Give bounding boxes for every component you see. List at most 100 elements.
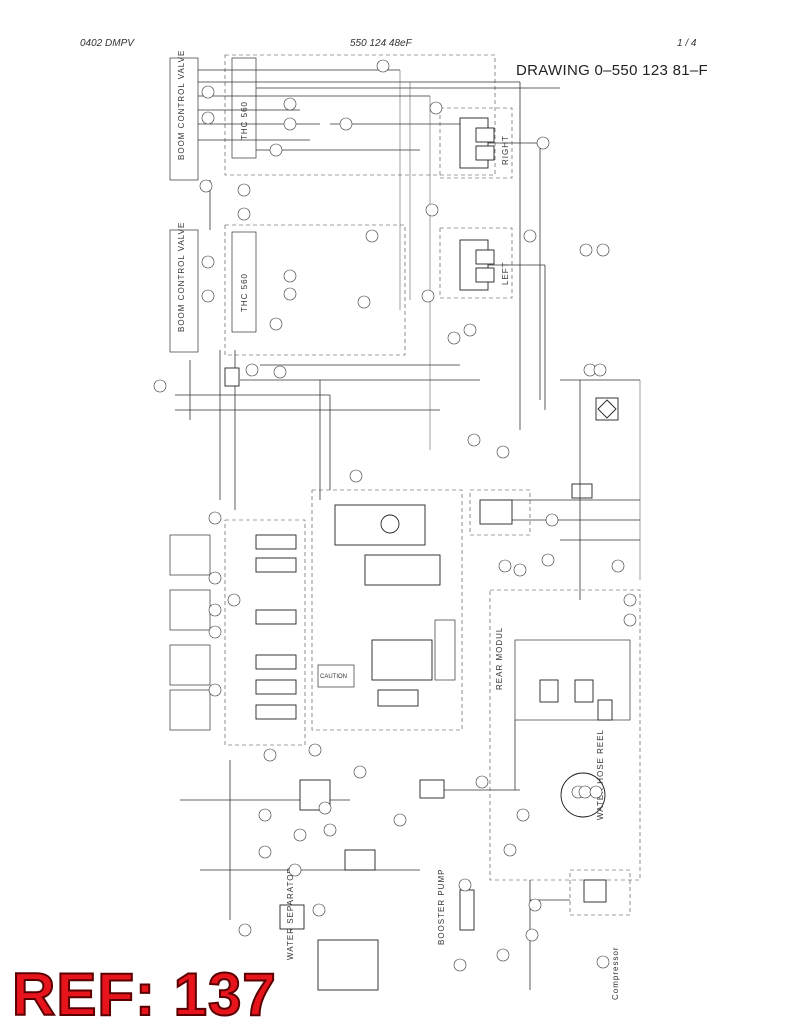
callout-bubble [283, 287, 297, 301]
filter-element-lower [571, 483, 593, 499]
callout-bubble [283, 269, 297, 283]
callout-bubble [312, 903, 326, 917]
callout-bubble [496, 445, 510, 459]
right-label: RIGHT [501, 135, 510, 165]
callout-bubble [208, 683, 222, 697]
lower-valve-block: BOOM CONTROL VALVE THC 560 [169, 222, 406, 356]
callout-bubble [201, 111, 215, 125]
callout-bubble [623, 593, 637, 607]
callout-bubble [339, 117, 353, 131]
callout-bubble [283, 97, 297, 111]
caution-label: CAUTION [320, 674, 347, 680]
callout-bubble [208, 603, 222, 617]
callout-bubble [263, 748, 277, 762]
lower-boom-control-valve-frame [169, 229, 199, 353]
callout-bubble [308, 743, 322, 757]
upper-line-bundle [198, 69, 560, 450]
callout-bubble [496, 948, 510, 962]
rear-module: REAR MODUL WATER HOSE REEL [420, 589, 641, 881]
upper-valve-block: BOOM CONTROL VALVE THC 560 [169, 50, 496, 181]
right-filter-group [500, 379, 641, 600]
upper-boom-control-valve-frame [169, 57, 199, 181]
callout-bubble [536, 136, 550, 150]
callout-bubble [421, 289, 435, 303]
callout-bubble [458, 878, 472, 892]
right-directional-valve [459, 117, 489, 169]
callout-bubble [258, 808, 272, 822]
rear-module-label: REAR MODUL [495, 627, 504, 690]
lower-boom-control-valve-label: BOOM CONTROL VALVE [177, 222, 186, 332]
callout-bubble [357, 295, 371, 309]
callout-bubble [237, 183, 251, 197]
callout-bubble [593, 363, 607, 377]
upper-boom-control-valve-label: BOOM CONTROL VALVE [177, 50, 186, 160]
lower-thc-label: THC 560 [240, 273, 249, 312]
callout-bubble [199, 179, 213, 193]
callout-bubble [365, 229, 379, 243]
callout-bubble [596, 955, 610, 969]
booster-pump-label: BOOSTER PUMP [437, 869, 446, 945]
callout-bubble [201, 255, 215, 269]
callout-bubble [429, 101, 443, 115]
left-line-bundle [175, 180, 480, 510]
water-hose-reel-label: WATER HOSE REEL [596, 729, 605, 820]
compressor-label: Compressor [611, 946, 620, 1000]
header-page-number: 1 / 4 [677, 38, 697, 49]
callout-bubble [447, 331, 461, 345]
callout-bubble [208, 571, 222, 585]
callout-bubble [545, 513, 559, 527]
header-left-code: 0402 DMPV [80, 38, 134, 49]
callout-bubble [503, 843, 517, 857]
callout-bubble [283, 117, 297, 131]
callout-bubble [475, 775, 489, 789]
callout-bubble [589, 785, 603, 799]
callout-bubble [208, 625, 222, 639]
reference-label: REF: 137 [11, 961, 277, 1028]
callout-bubble [269, 317, 283, 331]
callout-bubble [318, 801, 332, 815]
callout-bubble [258, 845, 272, 859]
callout-bubble [453, 958, 467, 972]
callout-bubble [578, 785, 592, 799]
drawing-title: DRAWING 0–550 123 81–F [516, 62, 708, 79]
callout-bubble [393, 813, 407, 827]
callout-bubble [153, 379, 167, 393]
upper-dashed-zone [224, 54, 496, 176]
callout-bubbles [153, 59, 637, 972]
compressor-group: Compressor [529, 869, 631, 1000]
water-separator-label: WATER SEPARATOR [286, 867, 295, 960]
callout-bubble [525, 928, 539, 942]
callout-bubble [237, 207, 251, 221]
upper-thc-label: THC 560 [240, 101, 249, 140]
callout-bubble [541, 553, 555, 567]
callout-bubble [201, 289, 215, 303]
callout-bubble [353, 765, 367, 779]
callout-bubble [323, 823, 337, 837]
callout-bubble [528, 898, 542, 912]
callout-bubble [269, 143, 283, 157]
callout-bubble [293, 828, 307, 842]
callout-bubble [349, 469, 363, 483]
callout-bubble [611, 559, 625, 573]
callout-bubble [273, 365, 287, 379]
callout-bubble [516, 808, 530, 822]
right-valve-group: RIGHT LEFT [439, 82, 546, 430]
central-manifold: CAUTION [311, 489, 531, 731]
header-document-number: 550 124 48eF [350, 38, 412, 49]
left-label: LEFT [501, 261, 510, 285]
callout-bubble [227, 593, 241, 607]
callout-bubble [245, 363, 259, 377]
callout-bubble [288, 863, 302, 877]
callout-bubble [579, 243, 593, 257]
rear-module-frame [489, 589, 641, 881]
caution-box [317, 664, 355, 688]
callout-bubble [513, 563, 527, 577]
upper-thc-frame [231, 57, 257, 159]
water-separator-group: WATER SEPARATOR [180, 760, 445, 991]
left-directional-valve [459, 239, 489, 291]
callout-bubble [201, 85, 215, 99]
callout-bubble [498, 559, 512, 573]
callout-bubble [238, 923, 252, 937]
callout-bubble [623, 613, 637, 627]
